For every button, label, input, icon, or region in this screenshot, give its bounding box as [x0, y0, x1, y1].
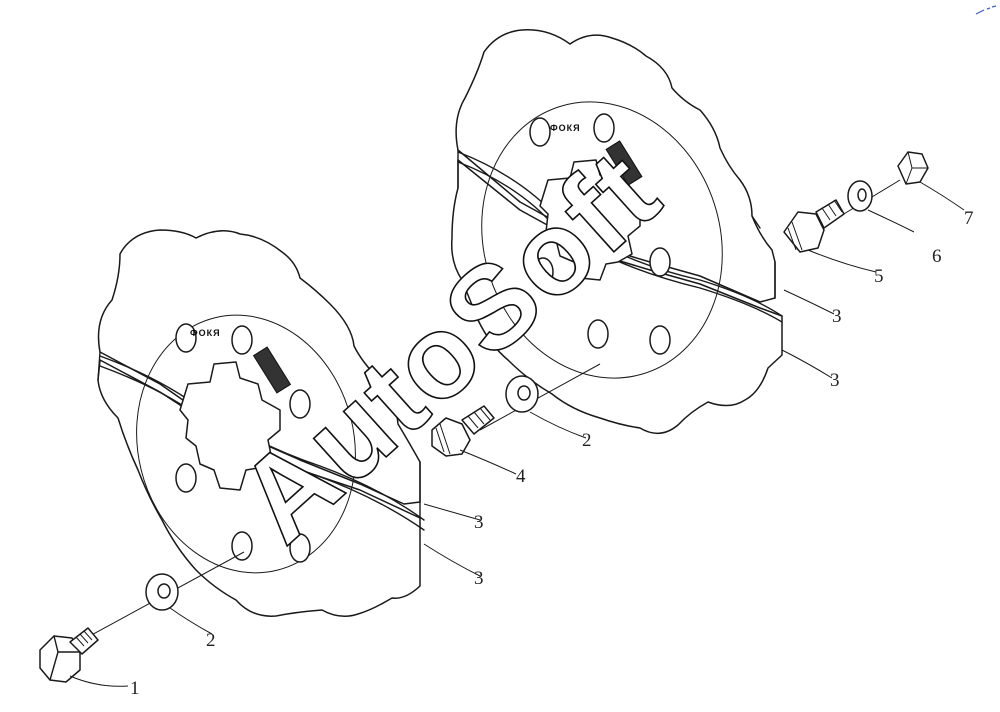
callout-5: 5: [874, 266, 884, 287]
leader-lines: [69, 181, 965, 687]
corner-mark: [975, 5, 997, 15]
rear-plate-marking: ФОКЯ: [550, 123, 581, 133]
front-plate-upper-half: [97, 229, 421, 505]
callout-3: 3: [830, 370, 840, 391]
rear-plate-lower-half: [450, 159, 783, 434]
front-weight-plate: ФОКЯ: [97, 229, 425, 617]
front-plate-bolt-holes: [175, 323, 311, 563]
rear-plate-splined-bore: [539, 159, 641, 281]
rear-weight-plate: ФОКЯ: [450, 29, 783, 434]
callout-3: 3: [474, 568, 484, 589]
front-plate-splined-bore: [179, 361, 281, 491]
hex-nut: [897, 151, 929, 185]
callout-1: 1: [130, 678, 140, 699]
rear-plate-bolt-holes: [529, 113, 671, 355]
callout-3: 3: [474, 512, 484, 533]
washer-small: [847, 180, 873, 212]
callout-7: 7: [964, 208, 974, 229]
callout-6: 6: [932, 246, 942, 267]
callout-2: 2: [582, 430, 592, 451]
front-plate-plaque: [252, 346, 292, 394]
front-plate-marking: ФОКЯ: [190, 328, 221, 338]
hex-coupling: [783, 199, 845, 253]
front-plate-lower-half: [97, 359, 421, 617]
stud-bolt: [431, 405, 495, 457]
hex-bolt: [39, 627, 99, 683]
callout-4: 4: [516, 466, 526, 487]
rear-plate-upper-half: [455, 29, 776, 303]
rear-plate-plaque: [605, 140, 643, 186]
callout-2: 2: [206, 630, 216, 651]
callout-3: 3: [832, 306, 842, 327]
washer-rear: [505, 375, 539, 413]
washer-front: [145, 573, 179, 611]
